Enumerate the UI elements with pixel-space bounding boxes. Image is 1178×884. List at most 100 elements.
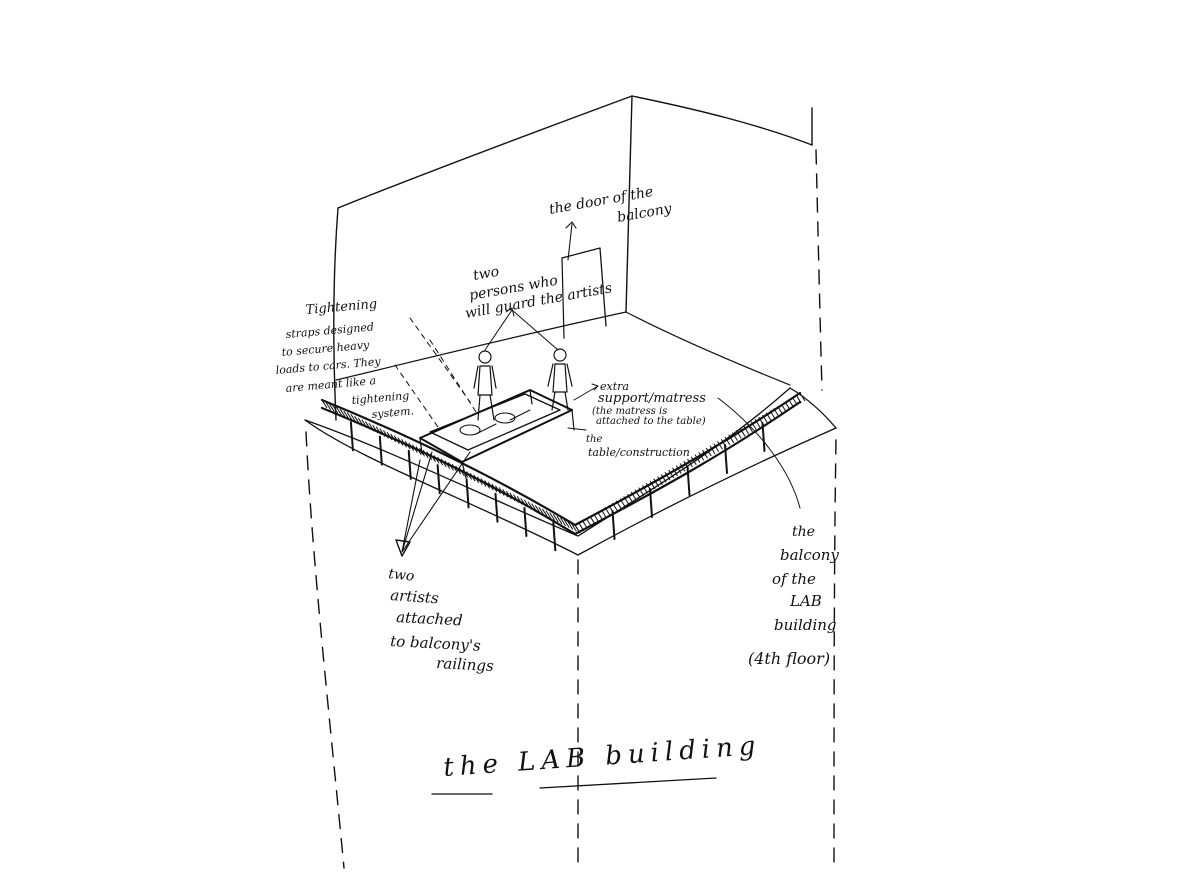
railing-hatch-mark	[784, 401, 791, 411]
railing-hatch-mark	[545, 510, 552, 519]
mattress-label-line3: (the matress is	[592, 406, 667, 417]
railing-hatch-mark	[724, 436, 731, 446]
straps-label-line7: system.	[371, 404, 414, 421]
railing-hatch-mark	[476, 476, 483, 486]
railing-hatch-mark	[750, 421, 757, 430]
artists-label-line4: to balcony's	[390, 632, 482, 655]
railing-hatch-mark	[556, 515, 563, 525]
railing-hatch-mark	[672, 467, 678, 477]
door-frame-left	[561, 257, 565, 339]
railing-hatch-mark	[516, 496, 523, 505]
railing-hatch-mark	[415, 446, 422, 455]
building-left-dashed	[305, 431, 345, 869]
building-right-dashed	[833, 439, 837, 869]
railing-hatch-mark	[687, 458, 693, 468]
mattress-arrowhead	[591, 383, 599, 391]
railing-hatch-mark	[619, 498, 626, 507]
railing-hatch-mark	[469, 472, 476, 482]
railing-hatch-mark	[393, 435, 400, 444]
artists-arrowhead	[395, 539, 411, 557]
railing-hatch-mark	[325, 401, 332, 411]
railing-hatch-mark	[604, 507, 611, 516]
railing-hatch-mark	[792, 397, 798, 406]
mattress-pointer	[573, 385, 599, 401]
railing-hatch-mark	[765, 412, 772, 422]
railing-hatch-mark	[498, 487, 505, 496]
straps-label-line6: tightening	[351, 389, 410, 407]
railing-post	[523, 507, 528, 537]
title-underline-strokes	[431, 777, 717, 795]
railing-hatch-mark	[694, 454, 701, 463]
railing-hatch-mark	[437, 456, 444, 466]
table-construction	[419, 389, 575, 479]
railing-hatch-mark	[698, 452, 705, 461]
strap-leader-1	[409, 317, 471, 403]
railing-hatch-mark	[505, 490, 512, 500]
railing-hatch-mark	[350, 414, 357, 423]
balcony-label-line4: LAB	[789, 592, 822, 610]
slab-underside	[304, 419, 837, 556]
railing-hatch-mark	[458, 467, 465, 477]
railing-hatch-mark	[777, 405, 783, 415]
strap-leader-2	[429, 339, 477, 413]
railing-hatch-mark	[523, 499, 530, 509]
artists-label-line1: two	[388, 566, 416, 585]
railing-hatch-mark	[531, 503, 538, 512]
table-top	[419, 389, 573, 463]
railing-post	[436, 464, 441, 495]
mattress	[429, 393, 561, 451]
railing-hatch-mark	[570, 522, 577, 532]
label-straps: Tightening straps designed to secure hea…	[275, 297, 414, 421]
railing-hatch-mark	[563, 519, 570, 528]
building-title: the LAB building	[442, 731, 762, 783]
railing-post	[649, 488, 653, 518]
railing-hatch-mark	[739, 427, 746, 437]
artists-pointer	[395, 451, 471, 557]
railing-hatch-mark	[634, 489, 641, 499]
railing-post	[407, 449, 412, 480]
railing-hatch-mark	[321, 399, 328, 409]
other-pointers	[567, 383, 801, 509]
railing-hatch-mark	[520, 497, 527, 507]
railing-hatch-mark	[422, 449, 429, 459]
railing-hatch-mark	[491, 483, 498, 493]
label-guards: two persons who will guard the artists	[464, 264, 613, 322]
table-pointer	[567, 427, 587, 431]
railing-hatch-mark	[717, 441, 723, 450]
balcony-label-line6: (4th floor)	[748, 649, 830, 668]
railing-hatch-mark	[426, 451, 433, 461]
label-artists: two artists attached to balcony's railin…	[388, 566, 495, 675]
mattress-label-line2: support/matress	[598, 391, 706, 406]
railing-hatch-mark	[762, 414, 768, 424]
table-label-line2: table/construction	[588, 446, 690, 459]
railing-hatch-mark	[597, 511, 603, 521]
railing-bottom	[320, 400, 802, 536]
railing-hatch-mark	[574, 524, 581, 534]
railing-hatch-mark	[354, 415, 360, 425]
railing-post	[611, 510, 616, 540]
balcony-railing	[320, 391, 806, 552]
railing-hatch-mark	[361, 419, 368, 428]
railing-hatch-mark	[336, 406, 342, 416]
railing-hatch-mark	[709, 445, 716, 455]
artists-label-line2: artists	[390, 586, 440, 607]
railing-hatch-mark	[440, 458, 447, 468]
railing-hatch-mark	[657, 476, 663, 485]
artists-label-line3: attached	[396, 608, 463, 629]
door-frame	[561, 247, 607, 327]
railing-hatch-mark	[668, 469, 675, 479]
wall-right-dashed	[815, 149, 823, 391]
railing-hatch-mark	[728, 434, 735, 444]
railing-hatch-mark	[328, 403, 335, 412]
railing-post	[378, 435, 383, 466]
straps-label-line2: straps designed	[285, 320, 374, 341]
railing-hatch-mark	[401, 439, 407, 448]
railing-hatch-mark	[383, 430, 389, 439]
railing-hatch-mark	[589, 515, 596, 525]
railing-hatch-mark	[386, 431, 393, 441]
railing-hatch-mark	[732, 432, 738, 441]
railing-hatch-mark	[372, 424, 379, 434]
railing-hatch-mark	[538, 506, 545, 516]
straps-label-line5: are meant like a	[285, 374, 376, 395]
